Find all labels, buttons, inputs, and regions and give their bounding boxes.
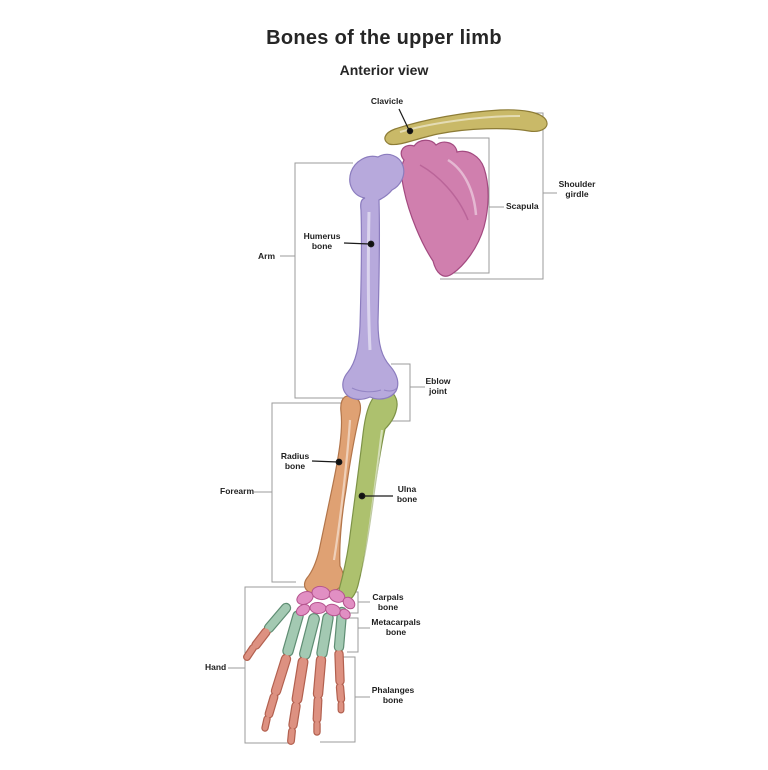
radius-pointer — [311, 458, 343, 466]
label-ulna-bone: Ulna bone — [396, 484, 418, 504]
carpal-bones — [295, 585, 356, 620]
label-elbow-joint: Eblow joint — [425, 376, 451, 396]
label-scapula: Scapula — [506, 201, 539, 211]
label-forearm: Forearm — [220, 486, 255, 496]
label-arm: Arm — [258, 251, 276, 261]
scapula-graphic — [400, 139, 489, 277]
label-humerus-bone: Humerus bone — [303, 231, 341, 251]
humerus-pointer — [343, 240, 375, 248]
forearm-bracket — [254, 402, 350, 583]
arm-bracket — [280, 162, 353, 399]
hand-bracket — [228, 586, 308, 744]
hand-digits — [244, 604, 346, 744]
metacarpals-bracket — [346, 617, 370, 653]
label-radius-bone: Radius bone — [280, 451, 310, 471]
ulna-pointer — [358, 492, 393, 500]
scapula-bracket — [438, 137, 504, 274]
label-clavicle: Clavicle — [370, 96, 404, 106]
phalanges-bracket — [320, 656, 370, 743]
elbow-joint-bracket — [383, 363, 425, 422]
ulna-graphic — [337, 386, 398, 602]
clavicle-graphic — [384, 109, 548, 146]
label-shoulder-girdle: Shoulder girdle — [558, 179, 596, 199]
page-subtitle: Anterior view — [339, 62, 429, 78]
pointer-lines — [311, 108, 414, 500]
metacarpal-bones — [265, 604, 346, 659]
phalanx-bones — [244, 628, 344, 744]
label-carpals-bone: Carpals bone — [372, 592, 404, 612]
label-hand: Hand — [205, 662, 227, 672]
page-title: Bones of the upper limb — [266, 27, 502, 49]
label-phalanges-bone: Phalanges bone — [371, 685, 415, 705]
label-metacarpals-bone: Metacarpals bone — [371, 617, 421, 637]
clavicle-pointer — [398, 108, 414, 135]
humerus-graphic — [342, 153, 405, 400]
